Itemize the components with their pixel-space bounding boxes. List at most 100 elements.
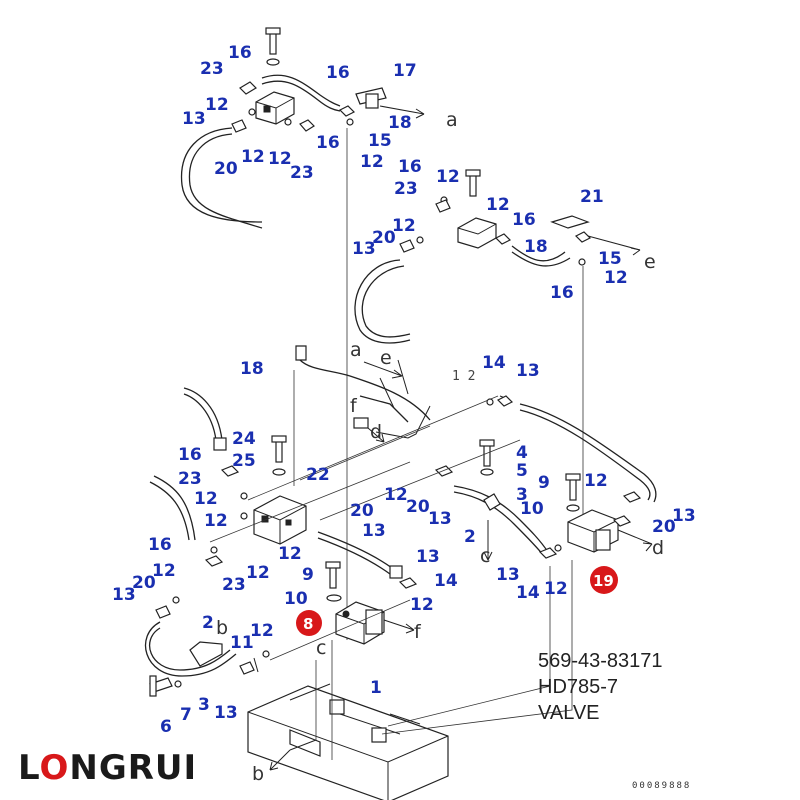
callout-14: 14: [516, 583, 540, 603]
callout-1: 1: [370, 678, 382, 698]
ref-letter-a: a: [446, 109, 458, 131]
callout-15: 15: [598, 249, 622, 269]
part-info: 569-43-83171 HD785-7 VALVE: [538, 648, 663, 726]
callout-13: 13: [362, 521, 386, 541]
letter-references: a e a e f d c d b f c b 1 2: [216, 109, 664, 785]
callout-9: 9: [302, 565, 314, 585]
callout-12: 12: [194, 489, 218, 509]
callout-16: 16: [228, 43, 252, 63]
callout-13: 13: [352, 239, 376, 259]
callout-25: 25: [232, 451, 256, 471]
callout-20: 20: [372, 228, 396, 248]
logo-l: L: [18, 748, 40, 788]
callout-13: 13: [214, 703, 238, 723]
callout-16: 16: [326, 63, 350, 83]
callout-12: 12: [360, 152, 384, 172]
callout-13: 13: [112, 585, 136, 605]
ref-letter-c: c: [480, 545, 490, 567]
callout-13: 13: [428, 509, 452, 529]
callout-12: 12: [204, 511, 228, 531]
longrui-logo: LONGRUI: [18, 748, 197, 788]
callout-13: 13: [516, 361, 540, 381]
callout-18: 18: [240, 359, 264, 379]
callout-12: 12: [278, 544, 302, 564]
callout-12: 12: [205, 95, 229, 115]
ref-letter-d: d: [652, 537, 664, 559]
callout-5: 5: [516, 461, 528, 481]
callout-12: 12: [250, 621, 274, 641]
svg-text:19: 19: [593, 572, 614, 590]
model-name: HD785-7: [538, 676, 619, 698]
ref-letter-d: d: [370, 421, 382, 443]
ref-letter-c: c: [316, 637, 326, 659]
callout-23: 23: [222, 575, 246, 595]
top-left-assembly: [180, 27, 425, 640]
callout-14: 14: [482, 353, 506, 373]
ref-letter-a: a: [350, 339, 362, 361]
callout-12: 12: [436, 167, 460, 187]
callout-4: 4: [516, 443, 528, 463]
callout-2: 2: [202, 613, 214, 633]
ref-letter-b: b: [216, 617, 228, 639]
callout-12: 12: [604, 268, 628, 288]
harness-assembly: [293, 345, 431, 486]
callout-15: 15: [368, 131, 392, 151]
ref-small-label: 1 2: [452, 369, 475, 384]
callout-12: 12: [152, 561, 176, 581]
ref-letter-f: f: [350, 395, 358, 417]
callout-13: 13: [182, 109, 206, 129]
callout-13: 13: [496, 565, 520, 585]
callout-12: 12: [384, 485, 408, 505]
callout-24: 24: [232, 429, 256, 449]
part-name: VALVE: [538, 702, 600, 724]
callout-16: 16: [178, 445, 202, 465]
callout-17: 17: [393, 61, 417, 81]
callout-14: 14: [434, 571, 458, 591]
callout-22: 22: [306, 465, 330, 485]
lower-left-assembly: [144, 387, 307, 697]
callout-11: 11: [230, 633, 254, 653]
callout-6: 6: [160, 717, 172, 737]
callout-16: 16: [148, 535, 172, 555]
ref-letter-b: b: [252, 763, 264, 785]
callout-10: 10: [284, 589, 308, 609]
callout-12: 12: [241, 147, 265, 167]
callout-16: 16: [550, 283, 574, 303]
callout-9: 9: [538, 473, 550, 493]
callout-labels: 16 23 12 13 20 12 12 23 16 17 18 15 16 1…: [112, 43, 696, 737]
callout-2: 2: [464, 527, 476, 547]
badge-8: 8: [296, 610, 322, 636]
callout-13: 13: [672, 506, 696, 526]
callout-23: 23: [290, 163, 314, 183]
callout-12: 12: [268, 149, 292, 169]
drawing-code: 00089888: [632, 781, 692, 791]
badge-19: 19: [590, 566, 618, 594]
callout-18: 18: [388, 113, 412, 133]
callout-12: 12: [392, 216, 416, 236]
logo-o: O: [39, 748, 70, 788]
callout-20: 20: [350, 501, 374, 521]
callout-21: 21: [580, 187, 604, 207]
callout-16: 16: [398, 157, 422, 177]
callout-20: 20: [406, 497, 430, 517]
ref-letter-e: e: [644, 251, 656, 273]
callout-16: 16: [316, 133, 340, 153]
callout-10: 10: [520, 499, 544, 519]
callout-20: 20: [652, 517, 676, 537]
callout-3: 3: [516, 485, 528, 505]
callout-23: 23: [394, 179, 418, 199]
callout-12: 12: [246, 563, 270, 583]
callout-23: 23: [178, 469, 202, 489]
callout-20: 20: [214, 159, 238, 179]
middle-right-assembly: [354, 169, 641, 520]
callout-16: 16: [512, 210, 536, 230]
callout-13: 13: [416, 547, 440, 567]
callout-12: 12: [544, 579, 568, 599]
ref-letter-e: e: [380, 347, 392, 369]
callout-20: 20: [132, 573, 156, 593]
part-number: 569-43-83171: [538, 650, 663, 672]
callout-18: 18: [524, 237, 548, 257]
center-assembly: [247, 531, 449, 800]
callout-7: 7: [180, 705, 192, 725]
